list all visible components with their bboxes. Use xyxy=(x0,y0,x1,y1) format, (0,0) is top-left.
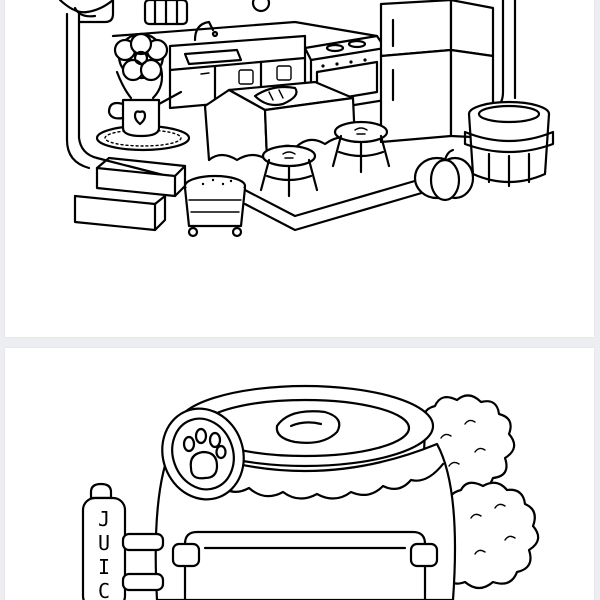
juice-jar-coloring-page: J U I C xyxy=(5,348,594,600)
steps xyxy=(73,156,187,232)
juice-sign: J U I C xyxy=(81,482,165,600)
kitchen-illustration xyxy=(58,0,555,238)
flower-vase-icon xyxy=(95,32,191,152)
pumpkin-icon xyxy=(413,148,475,202)
jar-label xyxy=(183,530,427,600)
juice-jar-illustration: J U I C xyxy=(81,384,540,600)
stool-icon xyxy=(259,144,319,198)
left-pillar xyxy=(65,12,91,170)
right-pole xyxy=(493,0,505,110)
sign-letter-3: I xyxy=(98,555,110,579)
kitchen-coloring-page xyxy=(5,0,594,337)
paw-print-icon xyxy=(161,407,245,501)
basket-icon xyxy=(183,174,247,238)
sign-letter-1: J xyxy=(98,507,110,531)
canopy-icon xyxy=(58,0,271,26)
heart-icon xyxy=(133,110,147,126)
bread-icon xyxy=(253,85,298,107)
stool-icon-2 xyxy=(331,120,391,174)
sign-letter-2: U xyxy=(98,531,110,555)
sign-letter-4: C xyxy=(98,579,110,600)
barrel-icon xyxy=(463,100,555,188)
